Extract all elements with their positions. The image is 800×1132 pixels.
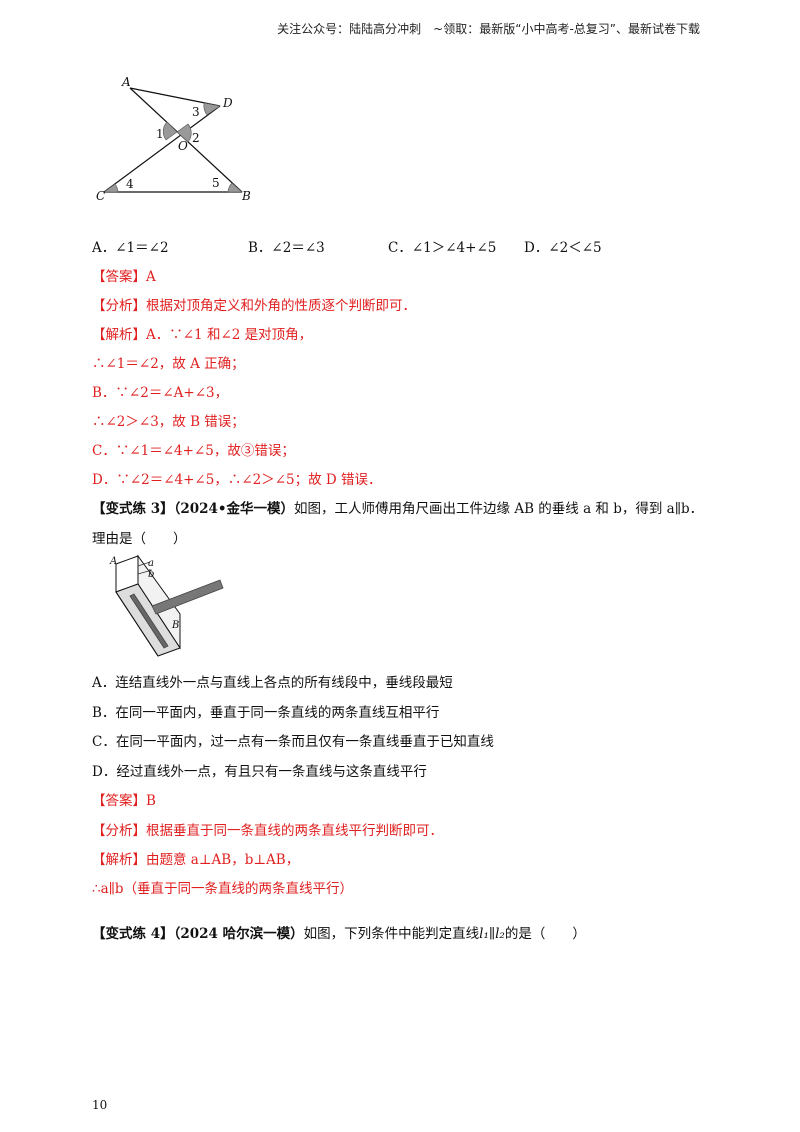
angle-4 bbox=[103, 183, 119, 193]
q1-solution-line-1: 【解析】A．∵∠1 和∠2 是对顶角， bbox=[92, 326, 312, 344]
page-header: 关注公众号：陆陆高分冲刺 ~领取：最新版“小中高考-总复习”、最新试卷下载 bbox=[277, 22, 700, 36]
square-ruler-figure: A a b B bbox=[109, 554, 224, 657]
label-5: 5 bbox=[212, 176, 220, 190]
q2-option-d[interactable]: D．经过直线外一点，有且只有一条直线与这条直线平行 bbox=[92, 764, 427, 780]
q1-option-d[interactable]: D．∠2＜∠5 bbox=[524, 240, 602, 256]
q3-expr: l₁∥l₂ bbox=[479, 926, 505, 942]
q1-solution-line-2: ∴∠1＝∠2，故 A 正确； bbox=[92, 356, 245, 372]
label-C: C bbox=[96, 189, 105, 203]
q1-solution-line-4: ∴∠2＞∠3，故 B 错误； bbox=[92, 414, 245, 430]
q3-source: （2024 哈尔滨一模） bbox=[173, 926, 304, 942]
analysis-text: 根据对顶角定义和外角的性质逐个判断即可． bbox=[146, 298, 416, 314]
angle-5 bbox=[227, 182, 243, 193]
label-A: A bbox=[121, 75, 131, 89]
q2-stem-text: 如图，工人师傅用角尺画出工件边缘 AB 的垂线 a 和 b，得到 a∥b． bbox=[294, 501, 704, 517]
analysis-tag: 【分析】 bbox=[92, 298, 146, 314]
label-3: 3 bbox=[192, 105, 200, 119]
q1-solution-line-6: D．∵∠2＝∠4+∠5，∴∠2＞∠5；故 D 错误． bbox=[92, 472, 382, 488]
label-4: 4 bbox=[126, 177, 134, 191]
q2-solution-line-1: 【解析】由题意 a⊥AB，b⊥AB， bbox=[92, 851, 299, 869]
analysis-text: 根据垂直于同一条直线的两条直线平行判断即可． bbox=[146, 823, 443, 839]
q1-option-b[interactable]: B．∠2＝∠3 bbox=[248, 240, 325, 256]
q2-solution-line-2: ∴a∥b（垂直于同一条直线的两条直线平行） bbox=[92, 881, 354, 897]
solution-tag: 【解析】 bbox=[92, 327, 146, 343]
q3-title-tag: 【变式练 4】 bbox=[92, 926, 174, 942]
solution-text: A．∵∠1 和∠2 是对顶角， bbox=[146, 327, 313, 343]
q2-option-c[interactable]: C．在同一平面内，过一点有一条而且仅有一条直线垂直于已知直线 bbox=[92, 734, 494, 750]
q2-answer: 【答案】B bbox=[92, 792, 156, 810]
angle-3 bbox=[203, 102, 221, 116]
fig2-label-A: A bbox=[109, 556, 117, 567]
q2-analysis: 【分析】根据垂直于同一条直线的两条直线平行判断即可． bbox=[92, 822, 443, 840]
angle-1 bbox=[162, 121, 178, 141]
solution-text: 由题意 a⊥AB，b⊥AB， bbox=[146, 852, 300, 868]
solution-tag: 【解析】 bbox=[92, 852, 146, 868]
fig2-label-b: b bbox=[148, 569, 154, 580]
q2-stem: 【变式练 3】（2024•金华一模）如图，工人师傅用角尺画出工件边缘 AB 的垂… bbox=[92, 500, 703, 518]
label-1: 1 bbox=[156, 127, 164, 141]
page-number: 10 bbox=[92, 1098, 108, 1112]
angle-2 bbox=[176, 123, 192, 143]
q2-title-tag: 【变式练 3】 bbox=[92, 501, 174, 517]
q2-source: （2024•金华一模） bbox=[173, 501, 295, 517]
line-CD bbox=[103, 105, 221, 193]
answer-value: A bbox=[146, 269, 156, 285]
label-2: 2 bbox=[192, 131, 200, 145]
q1-analysis: 【分析】根据对顶角定义和外角的性质逐个判断即可． bbox=[92, 297, 416, 315]
q3-stem-text: 如图，下列条件中能判定直线 bbox=[303, 926, 480, 942]
fig2-label-B: B bbox=[171, 620, 179, 631]
fig2-label-a: a bbox=[148, 558, 154, 569]
q1-solution-line-5: C．∵∠1＝∠4+∠5，故③错误； bbox=[92, 443, 295, 459]
geometry-figure-angles: A D O C B 1 2 3 4 5 bbox=[96, 75, 251, 203]
q3-stem-end: 的是（ ） bbox=[504, 926, 586, 942]
q2-stem-2: 理由是（ ） bbox=[92, 531, 187, 547]
analysis-tag: 【分析】 bbox=[92, 823, 146, 839]
q1-option-c[interactable]: C．∠1＞∠4+∠5 bbox=[388, 240, 497, 256]
label-B: B bbox=[241, 189, 251, 203]
label-O: O bbox=[178, 139, 188, 153]
q2-option-a[interactable]: A．连结直线外一点与直线上各点的所有线段中，垂线段最短 bbox=[92, 675, 453, 691]
q3-stem: 【变式练 4】（2024 哈尔滨一模）如图，下列条件中能判定直线l₁∥l₂的是（… bbox=[92, 925, 586, 943]
label-D: D bbox=[222, 96, 233, 110]
answer-tag: 【答案】 bbox=[92, 269, 146, 285]
q1-solution-line-3: B．∵∠2＝∠A+∠3， bbox=[92, 385, 229, 401]
q2-option-b[interactable]: B．在同一平面内，垂直于同一条直线的两条直线互相平行 bbox=[92, 705, 440, 721]
answer-tag: 【答案】 bbox=[92, 793, 146, 809]
q1-answer: 【答案】A bbox=[92, 268, 156, 286]
q1-option-a[interactable]: A．∠1＝∠2 bbox=[92, 240, 169, 256]
answer-value: B bbox=[146, 793, 156, 809]
